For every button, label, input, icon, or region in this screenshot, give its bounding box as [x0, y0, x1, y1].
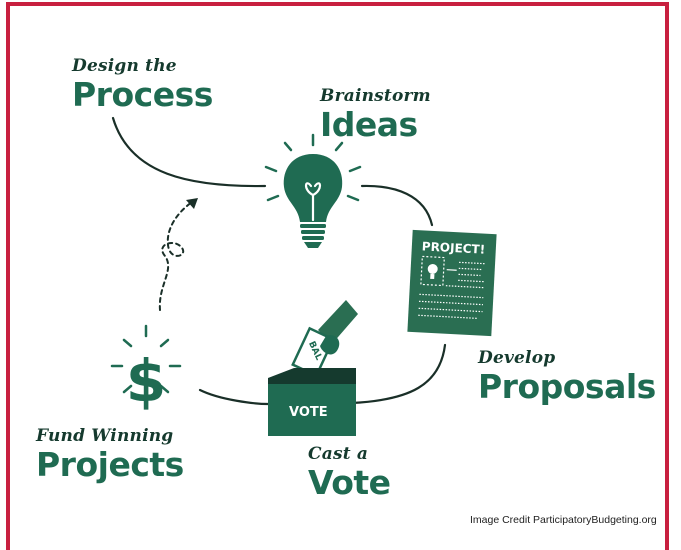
cycle-path: [111, 116, 447, 406]
stage-vote-caption: Cast a: [308, 444, 369, 464]
project-poster-icon: PROJECT!: [407, 229, 497, 337]
stage-develop-caption: Develop: [478, 348, 556, 368]
stage-design-caption: Design the: [72, 56, 177, 76]
lightbulb-icon: [264, 133, 362, 248]
stage-develop: Develop Proposals: [478, 348, 656, 406]
stage-fund-caption: Fund Winning: [36, 426, 174, 446]
stage-vote: Cast a Vote: [308, 444, 391, 502]
stage-brainstorm-title: Ideas: [320, 105, 418, 144]
stage-fund-title: Projects: [36, 445, 184, 484]
stage-brainstorm-caption: Brainstorm: [320, 86, 431, 106]
dashed-arrow-icon: [158, 198, 198, 311]
stage-develop-title: Proposals: [478, 367, 656, 406]
ballot-box-label: VOTE: [289, 405, 328, 420]
stage-brainstorm: Brainstorm Ideas: [320, 86, 431, 144]
diagram-frame: [6, 2, 669, 550]
stage-vote-title: Vote: [308, 463, 391, 502]
ballot-box-icon: BAL VOTE: [268, 300, 358, 436]
stage-design: Design the Process: [72, 56, 213, 114]
image-credit: Image Credit ParticipatoryBudgeting.org: [470, 514, 657, 526]
stage-design-title: Process: [72, 75, 213, 114]
svg-text:$: $: [126, 347, 166, 415]
dollar-icon: $: [110, 324, 182, 415]
poster-title: PROJECT!: [422, 239, 486, 256]
stage-fund: Fund Winning Projects: [36, 426, 184, 484]
